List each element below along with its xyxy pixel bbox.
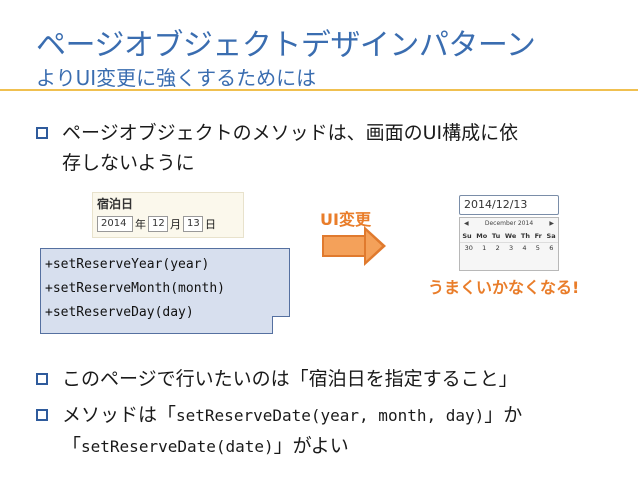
text-prefix-2: 「 [62,435,82,457]
weekday-label: Mo [476,232,488,240]
bullet-text: このページで行いたいのは「宿泊日を指定すること」 [62,368,518,390]
weekday-label: We [504,232,517,240]
calendar-day[interactable]: 1 [482,244,487,252]
square-bullet-icon [36,409,48,421]
method-signature-date: setReserveDate(date) [81,437,274,456]
method-set-reserve-day: +setReserveDay(day) [45,305,194,320]
calendar-day[interactable]: 2 [495,244,500,252]
date-picker-input[interactable]: 2014/12/13 [459,195,559,215]
year-field[interactable]: 2014 [97,216,133,232]
bullet-text-line-2: 存しないように [62,152,195,174]
weekday-label: Th [520,232,530,240]
calendar-header: ◀ December 2014 ▶ [460,218,558,230]
square-bullet-icon [36,127,48,139]
recommendation-line-2: 「setReserveDate(date)」がよい [62,431,626,462]
note-fold-corner [272,316,290,334]
method-set-reserve-month: +setReserveMonth(month) [45,281,226,296]
methods-note: +setReserveYear(year) +setReserveMonth(m… [40,248,290,334]
recommendation-line-1: メソッドは「setReserveDate(year, month, day)」か [62,400,626,431]
day-field[interactable]: 13 [183,216,203,232]
next-month-icon[interactable]: ▶ [549,220,554,227]
year-unit: 年 [135,218,146,231]
method-signature-ymd: setReserveDate(year, month, day) [176,406,485,425]
calendar-month-title: December 2014 [484,220,534,227]
bullet-item-goal: このページで行いたいのは「宿泊日を指定すること」 [36,364,626,394]
result-warning-text: うまくいかなくなる! [428,278,580,297]
calendar-weekday-row: Su Mo Tu We Th Fr Sa [460,230,558,242]
weekday-label: Su [462,232,472,240]
slide-title: ページオブジェクトデザインパターン [36,28,536,63]
month-field[interactable]: 12 [148,216,168,232]
bullet-text-line-1: ページオブジェクトのメソッドは、画面のUI構成に依 [62,122,519,144]
slide-subtitle: よりUI変更に強くするためには [36,66,317,90]
form-label: 宿泊日 [97,197,134,211]
prev-month-icon[interactable]: ◀ [464,220,469,227]
calendar-day[interactable]: 6 [549,244,554,252]
ui-change-label: UI変更 [320,210,371,229]
square-bullet-icon [36,373,48,385]
right-arrow-icon [322,235,366,257]
text-suffix: 」がよい [273,435,349,457]
weekday-label: Tu [491,232,501,240]
bullet-item-recommendation: メソッドは「setReserveDate(year, month, day)」か… [36,400,626,462]
month-unit: 月 [170,218,181,231]
text-prefix: メソッドは「 [62,404,177,426]
right-arrow-head-fill [366,231,382,261]
day-unit: 日 [205,218,216,231]
bullet-item-ui-independence: ページオブジェクトのメソッドは、画面のUI構成に依 存しないように [36,118,626,178]
calendar-day[interactable]: 4 [522,244,527,252]
title-divider [0,89,638,91]
text-middle: 」か [484,404,523,426]
calendar-popup: ◀ December 2014 ▶ Su Mo Tu We Th Fr Sa 3… [459,217,559,271]
weekday-label: Sa [546,232,556,240]
weekday-label: Fr [534,232,542,240]
calendar-day[interactable]: 30 [464,244,473,252]
method-set-reserve-year: +setReserveYear(year) [45,257,210,272]
calendar-week-row: 30 1 2 3 4 5 6 [460,242,558,252]
calendar-day[interactable]: 3 [508,244,514,252]
calendar-day[interactable]: 5 [535,244,540,252]
